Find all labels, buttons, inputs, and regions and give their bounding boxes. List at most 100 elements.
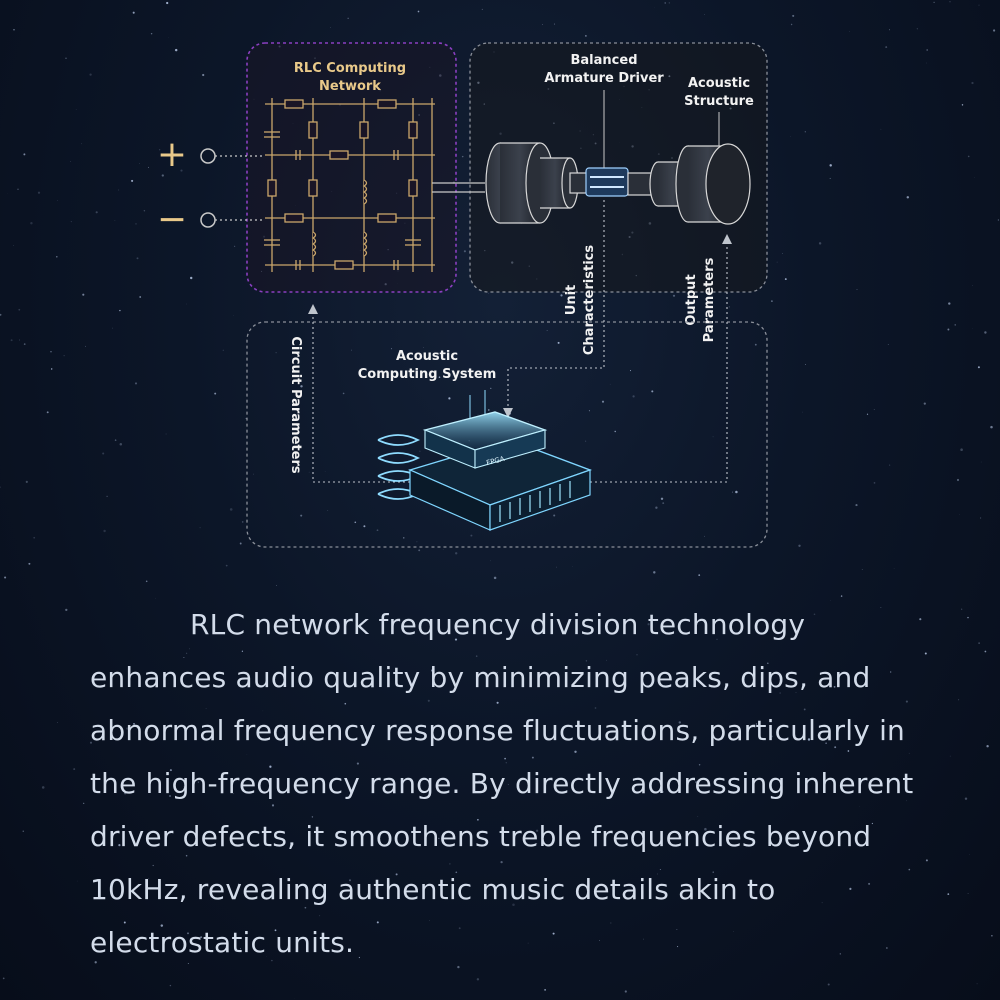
star: [560, 294, 563, 297]
star: [769, 727, 771, 729]
star: [972, 328, 973, 329]
star: [697, 816, 699, 817]
star: [500, 860, 503, 864]
star: [967, 616, 969, 619]
star: [458, 927, 461, 930]
star: [46, 411, 49, 414]
star: [507, 783, 509, 785]
star: [986, 744, 989, 748]
star: [704, 535, 705, 537]
star: [13, 244, 14, 246]
star: [977, 366, 980, 369]
svg-text:Characteristics: Characteristics: [582, 245, 597, 355]
star: [81, 143, 83, 145]
star: [106, 495, 108, 498]
star: [13, 29, 15, 31]
star: [916, 28, 918, 30]
star: [585, 35, 587, 37]
star: [790, 23, 793, 26]
star: [261, 939, 263, 940]
star: [861, 568, 863, 571]
star: [782, 252, 784, 254]
star: [418, 549, 421, 552]
star: [594, 707, 597, 709]
star: [169, 795, 171, 797]
star: [476, 978, 480, 981]
star: [926, 49, 929, 51]
star: [180, 169, 183, 172]
star: [134, 382, 138, 385]
star: [504, 757, 506, 760]
star: [609, 383, 611, 385]
star: [363, 525, 366, 528]
star: [0, 486, 1, 488]
star: [416, 541, 418, 543]
star: [657, 873, 658, 875]
star: [427, 699, 430, 702]
star: [710, 673, 711, 675]
star: [990, 425, 993, 429]
star: [557, 341, 560, 344]
star: [871, 822, 874, 825]
star: [23, 343, 26, 345]
star: [728, 306, 730, 308]
star: [542, 24, 543, 25]
star: [971, 81, 974, 85]
star: [585, 440, 587, 442]
star: [887, 344, 889, 345]
star: [481, 8, 483, 10]
balanced-armature-icon: [585, 167, 629, 197]
star: [450, 738, 452, 740]
star: [866, 413, 869, 415]
star: [868, 882, 871, 885]
star: [197, 781, 199, 783]
star: [415, 726, 417, 728]
plus-terminal-sign: +: [157, 134, 187, 175]
star: [821, 902, 823, 904]
star: [754, 343, 757, 346]
star: [65, 57, 67, 59]
star: [83, 802, 85, 804]
star: [624, 990, 627, 993]
acoustic-computing-box: Acoustic Computing System: [246, 321, 768, 548]
star: [82, 293, 85, 296]
minus-terminal-icon: [200, 212, 216, 228]
star: [661, 790, 664, 793]
star: [974, 177, 975, 179]
star: [833, 686, 836, 688]
star: [840, 595, 843, 597]
star: [735, 490, 738, 494]
star: [300, 514, 303, 517]
star: [25, 480, 28, 483]
output-parameters-label: Output Parameters: [684, 257, 717, 342]
star: [165, 433, 167, 435]
star: [269, 765, 272, 768]
star: [132, 11, 135, 14]
star: [496, 701, 499, 704]
star: [588, 410, 590, 412]
star: [356, 762, 359, 765]
star: [478, 780, 480, 782]
star: [354, 521, 357, 524]
star: [829, 164, 832, 167]
star: [527, 942, 529, 944]
star: [695, 780, 698, 784]
star: [390, 348, 393, 350]
star: [102, 452, 105, 455]
star: [954, 324, 956, 326]
star: [919, 618, 922, 621]
star: [908, 868, 911, 871]
star: [289, 618, 291, 621]
star: [187, 932, 189, 935]
acoustic-computing-label-line1: Acoustic: [396, 349, 458, 364]
star: [17, 188, 19, 190]
star: [574, 750, 577, 753]
ba-driver-label-line2: Armature Driver: [544, 71, 664, 86]
star: [112, 327, 114, 329]
star: [344, 630, 346, 631]
star: [189, 276, 193, 280]
star: [880, 607, 882, 609]
star: [536, 843, 538, 845]
star: [73, 768, 76, 771]
star: [118, 189, 120, 191]
